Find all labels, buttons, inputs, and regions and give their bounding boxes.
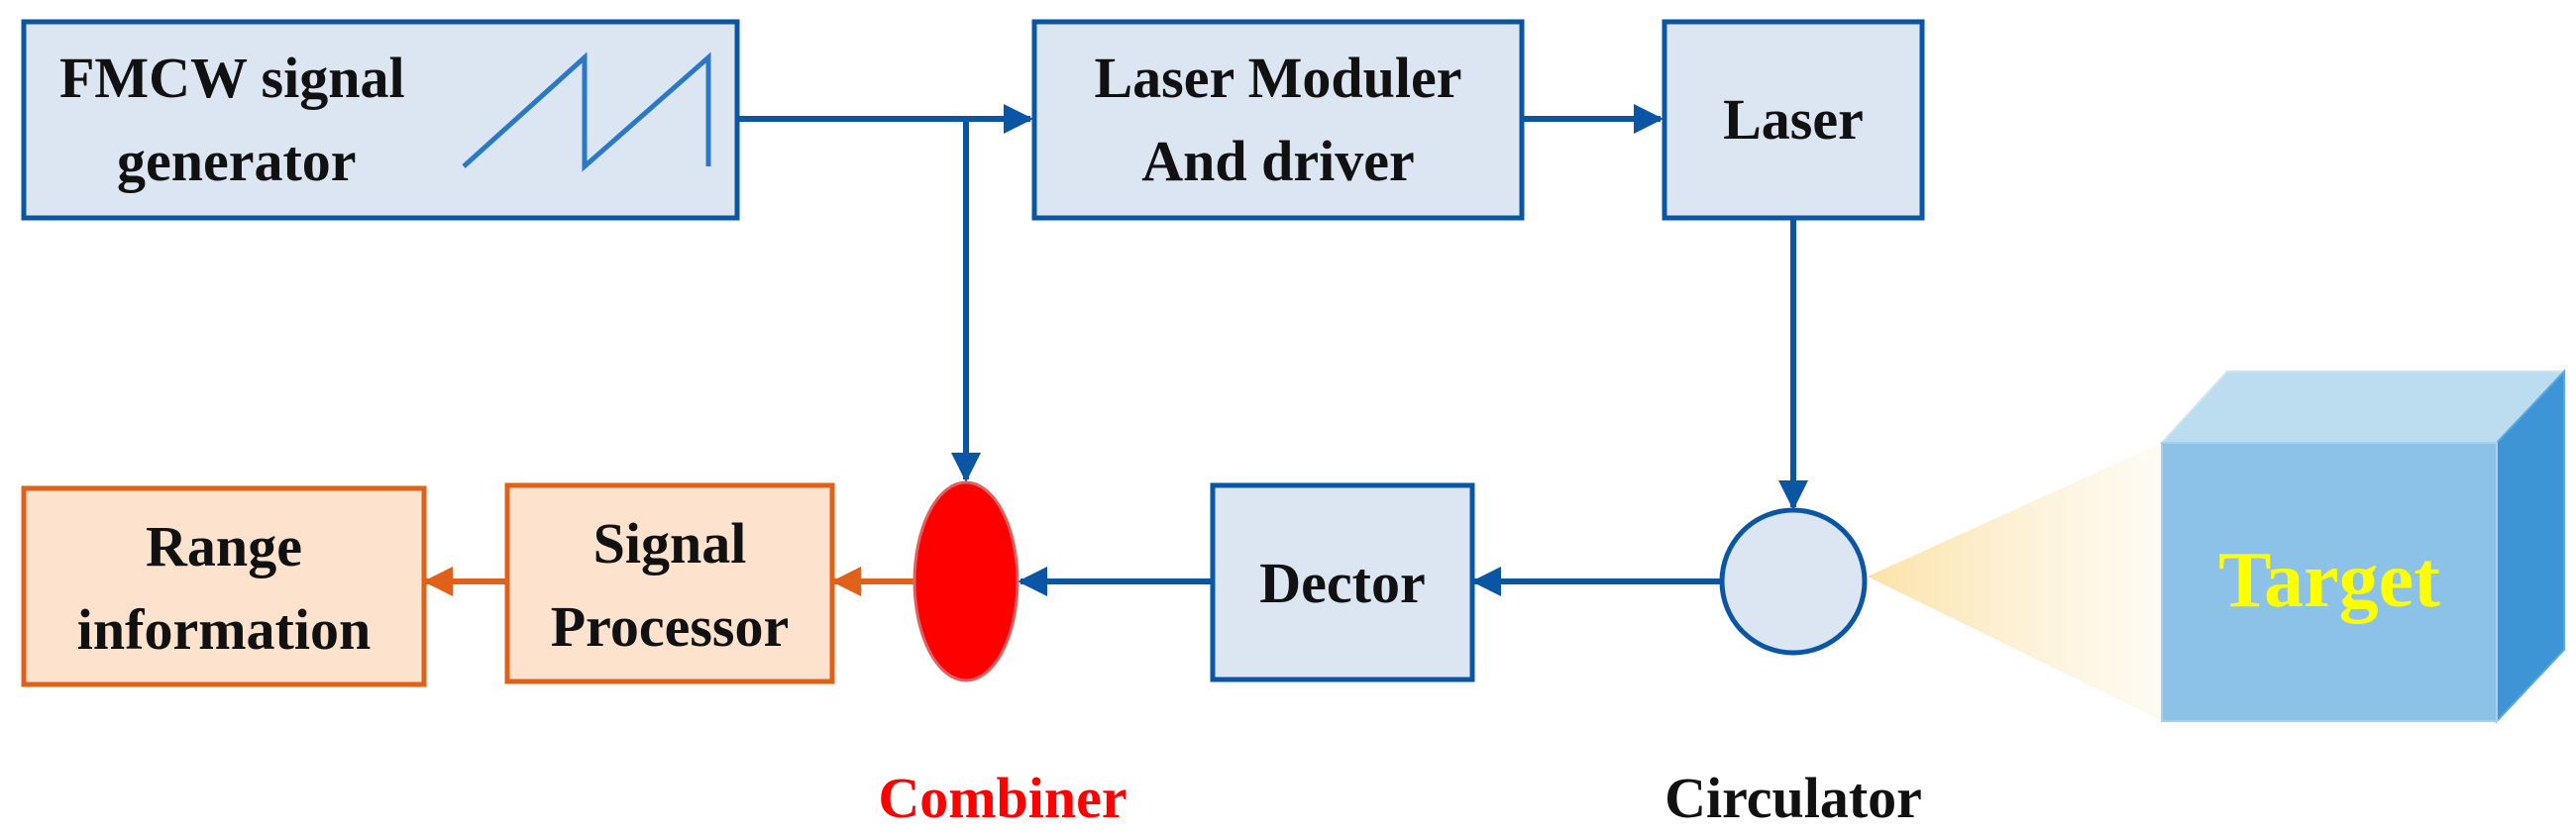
range-label-line2: information [77,597,371,662]
laser-label: Laser [1723,87,1864,152]
fmcw-label-line1: FMCW signal [59,46,405,110]
circulator-node [1719,507,1868,656]
signal-processor-block: Signal Processor [504,482,835,684]
detector-block: Dector [1210,482,1475,682]
processor-label-line2: Processor [551,594,790,659]
connectors [423,104,1808,596]
combiner-label: Combiner [878,766,1127,830]
laser-block: Laser [1662,19,1925,221]
processor-label-line1: Signal [593,511,747,576]
combiner-node [912,480,1020,682]
target-label: Target [2218,537,2440,624]
target-cube: Target [2159,368,2567,724]
target-cube-top [2159,370,2567,444]
detector-label: Dector [1259,551,1425,615]
sawtooth-wave-icon [462,52,711,172]
fmcw-label-line2: generator [117,129,357,193]
fmcw-generator-block: FMCW signal generator [21,19,740,221]
modulator-label-line2: And driver [1141,129,1415,193]
laser-modulator-block: Laser Moduler And driver [1031,19,1525,221]
target-cube-front [2161,442,2498,722]
range-label-line1: Range [146,514,302,578]
modulator-label-line1: Laser Moduler [1094,46,1461,110]
circulator-label: Circulator [1664,766,1922,830]
light-beam [1868,443,2162,721]
range-information-block: Range information [21,485,427,687]
